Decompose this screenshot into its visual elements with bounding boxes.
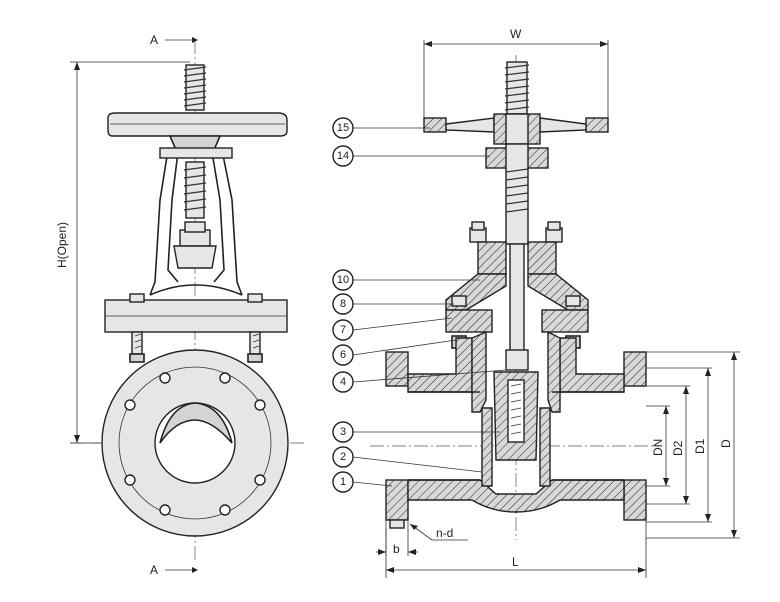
section-view: W [332,27,740,578]
section-mark-bottom-label: A [150,563,158,577]
callout-4: 4 [332,369,507,393]
callout-4-number: 4 [340,376,346,388]
front-flange [101,349,289,537]
flange-thickness-label: b [393,542,400,556]
diameter-dimensions: DN D2 D1 D [646,351,740,539]
handwheel-width-label: W [510,27,522,41]
callout-14-number: 14 [337,150,349,162]
front-handwheel [107,112,288,151]
bolt-holes-label: n-d [436,526,453,540]
callout-6: 6 [332,339,457,366]
nominal-diameter-label: DN [651,439,665,456]
callout-15: 15 [332,117,430,139]
section-stem-thread [504,61,530,115]
callout-10-number: 10 [337,274,349,286]
flange-diameter-label: D [719,439,733,448]
front-yoke [149,147,243,296]
section-mark-top-label: A [150,33,158,47]
section-handwheel [423,113,609,145]
callout-3-number: 3 [340,426,346,438]
flange-thickness-dimension: b [376,520,418,556]
callout-8: 8 [332,293,454,315]
section-mark-bottom: A [150,563,198,577]
front-view: A A H(Open) [55,33,305,577]
callout-7-number: 7 [340,324,346,336]
height-dimension-label: H(Open) [55,222,69,268]
callout-1: 1 [332,471,393,493]
front-stem-thread [183,64,207,111]
callout-15-number: 15 [337,122,349,134]
length-label: L [512,555,519,569]
raised-face-label: D2 [671,440,685,456]
callout-14: 14 [332,145,490,167]
section-mark-top: A [150,33,198,47]
callout-3: 3 [332,421,500,443]
callout-2-number: 2 [340,451,346,463]
callout-8-number: 8 [340,298,346,310]
bolt-holes-leader: n-d [409,523,468,541]
section-stem-nut [485,143,549,245]
callout-10: 10 [332,269,480,291]
callout-1-number: 1 [340,476,346,488]
section-wedge [493,349,539,461]
callout-6-number: 6 [340,349,346,361]
callout-7: 7 [332,317,453,341]
bolt-circle-label: D1 [693,438,707,454]
section-body [385,330,647,529]
height-dimension: H(Open) [55,61,190,444]
callout-2: 2 [332,446,483,473]
front-bonnet-flange [104,293,288,363]
section-gland [469,221,563,353]
handwheel-width-dimension: W [423,27,609,120]
